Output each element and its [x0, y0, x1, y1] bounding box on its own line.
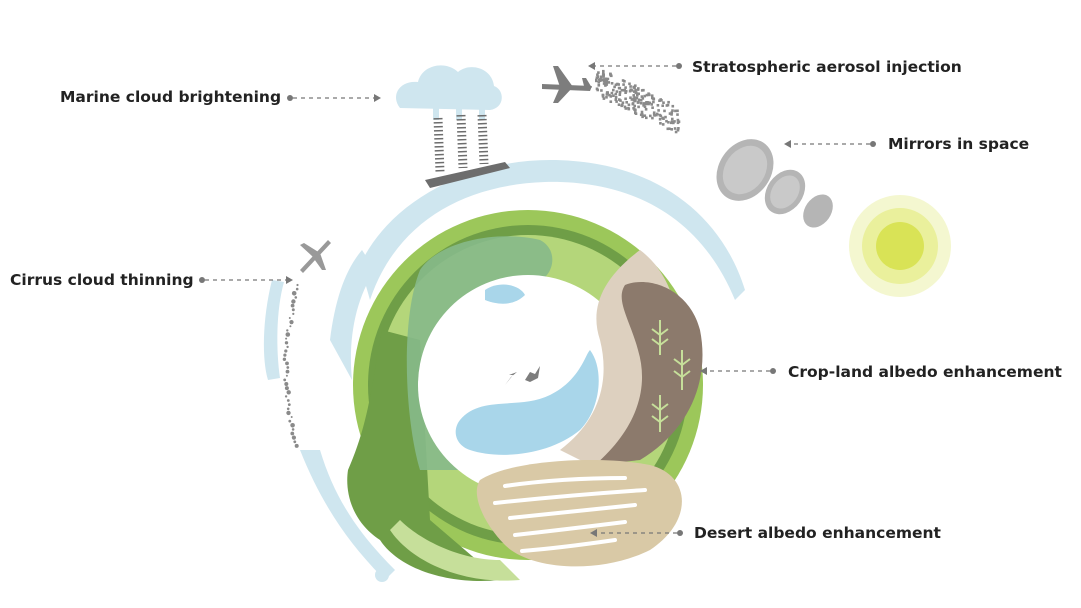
label-desert-albedo-enhancement: Desert albedo enhancement — [590, 524, 942, 542]
desert-field — [476, 460, 682, 567]
label-text: Desert albedo enhancement — [694, 524, 942, 542]
atmosphere-ring — [263, 160, 745, 582]
airplane-icon — [542, 66, 592, 103]
label-marine-cloud-brightening: Marine cloud brightening — [60, 88, 381, 106]
label-cirrus-cloud-thinning: Cirrus cloud thinning — [10, 271, 293, 289]
sun-icon — [849, 195, 951, 297]
space-mirrors-icon — [716, 139, 833, 228]
label-text: Mirrors in space — [888, 135, 1029, 153]
marine-cloud-icon — [396, 65, 510, 188]
aerosol-particles — [595, 69, 681, 134]
label-text: Stratospheric aerosol injection — [692, 58, 962, 76]
cirrus-airplane-icon — [300, 240, 331, 273]
crop-plants-icon — [651, 320, 691, 432]
label-crop-land-albedo-enhancement: Crop-land albedo enhancement — [700, 363, 1062, 381]
label-stratospheric-aerosol-injection: Stratospheric aerosol injection — [588, 58, 962, 76]
cirrus-particles — [282, 283, 299, 448]
globe — [347, 210, 703, 581]
desert-reflectors — [493, 476, 647, 553]
cropland-field — [595, 282, 703, 465]
label-text: Crop-land albedo enhancement — [788, 363, 1062, 381]
label-text: Cirrus cloud thinning — [10, 271, 194, 289]
label-mirrors-in-space: Mirrors in space — [784, 135, 1029, 153]
birds-icon — [505, 366, 540, 385]
ocean — [455, 350, 599, 455]
label-text: Marine cloud brightening — [60, 88, 281, 106]
